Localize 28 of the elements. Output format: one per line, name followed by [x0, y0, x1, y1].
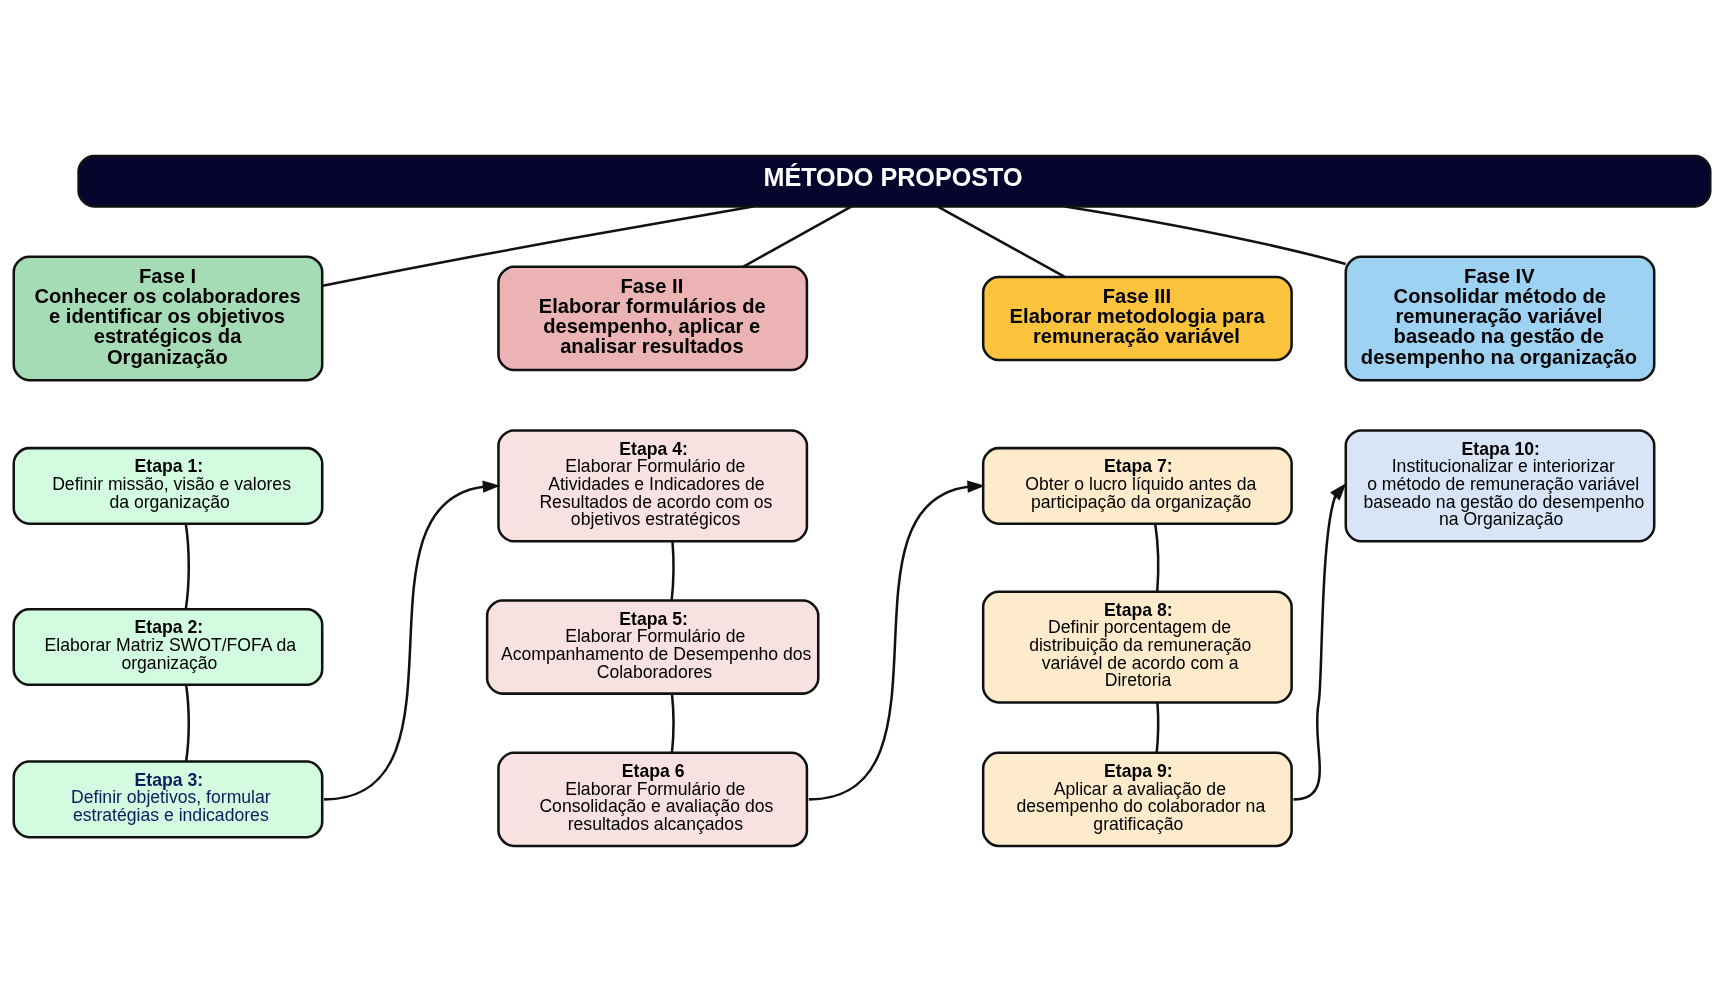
- node-box: Fase III Elaborar metodologia para remuneração variável: [981, 275, 1293, 361]
- node-box: Etapa 4: Elaborar Formulário de Atividades e Indicadores de Resultados de acordo com os objetivos estratégicos: [497, 428, 809, 543]
- node-box: Etapa 8: Definir porcentagem de distribuição da remuneração variável de acordo com a Diretoria: [981, 589, 1293, 704]
- connector: [184, 523, 190, 609]
- node-box: Fase IV Consolidar método de remuneração variável baseado na gestão de desempenho na organização: [1344, 255, 1656, 381]
- node-box: Etapa 2: Elaborar Matriz SWOT/FOFA da organização: [12, 607, 324, 686]
- arrow: [323, 480, 501, 801]
- node-box: Etapa 1: Definir missão, visão e valores da organização: [12, 446, 324, 525]
- connector: [184, 684, 190, 761]
- connector: [670, 693, 675, 752]
- arrow: [1293, 482, 1347, 801]
- node-box: Fase II Elaborar formulários de desempenho, aplicar e analisar resultados: [497, 265, 809, 371]
- connector: [1154, 523, 1160, 591]
- connector: [670, 540, 675, 600]
- connector: [937, 204, 1065, 278]
- node-box: Etapa 6 Elaborar Formulário de Consolidação e avaliação dos resultados alcançados: [497, 751, 809, 847]
- connector: [1064, 204, 1346, 265]
- node-box: Etapa 5: Elaborar Formulário de Acompanhamento de Desempenho dos Colaboradores: [485, 598, 820, 695]
- arrow: [808, 480, 986, 801]
- node-box: Etapa 9: Aplicar a avaliação de desempenho do colaborador na gratificação: [981, 751, 1293, 847]
- node-box: Etapa 3: Definir objetivos, formular estratégias e indicadores: [12, 759, 324, 838]
- node-box: Fase I Conhecer os colaboradores e identificar os objetivos estratégicos da Organização: [12, 255, 324, 381]
- connector: [742, 204, 852, 268]
- node-box: Etapa 10: Institucionalizar e interiorizar o método de remuneração variável baseado na gestão do desempenho na Organização: [1344, 428, 1656, 543]
- connector: [1155, 702, 1160, 753]
- connector: [322, 204, 754, 287]
- node-box: MÉTODO PROPOSTO: [77, 154, 1712, 208]
- node-box: Etapa 7: Obter o lucro líquido antes da participação da organização: [981, 446, 1293, 525]
